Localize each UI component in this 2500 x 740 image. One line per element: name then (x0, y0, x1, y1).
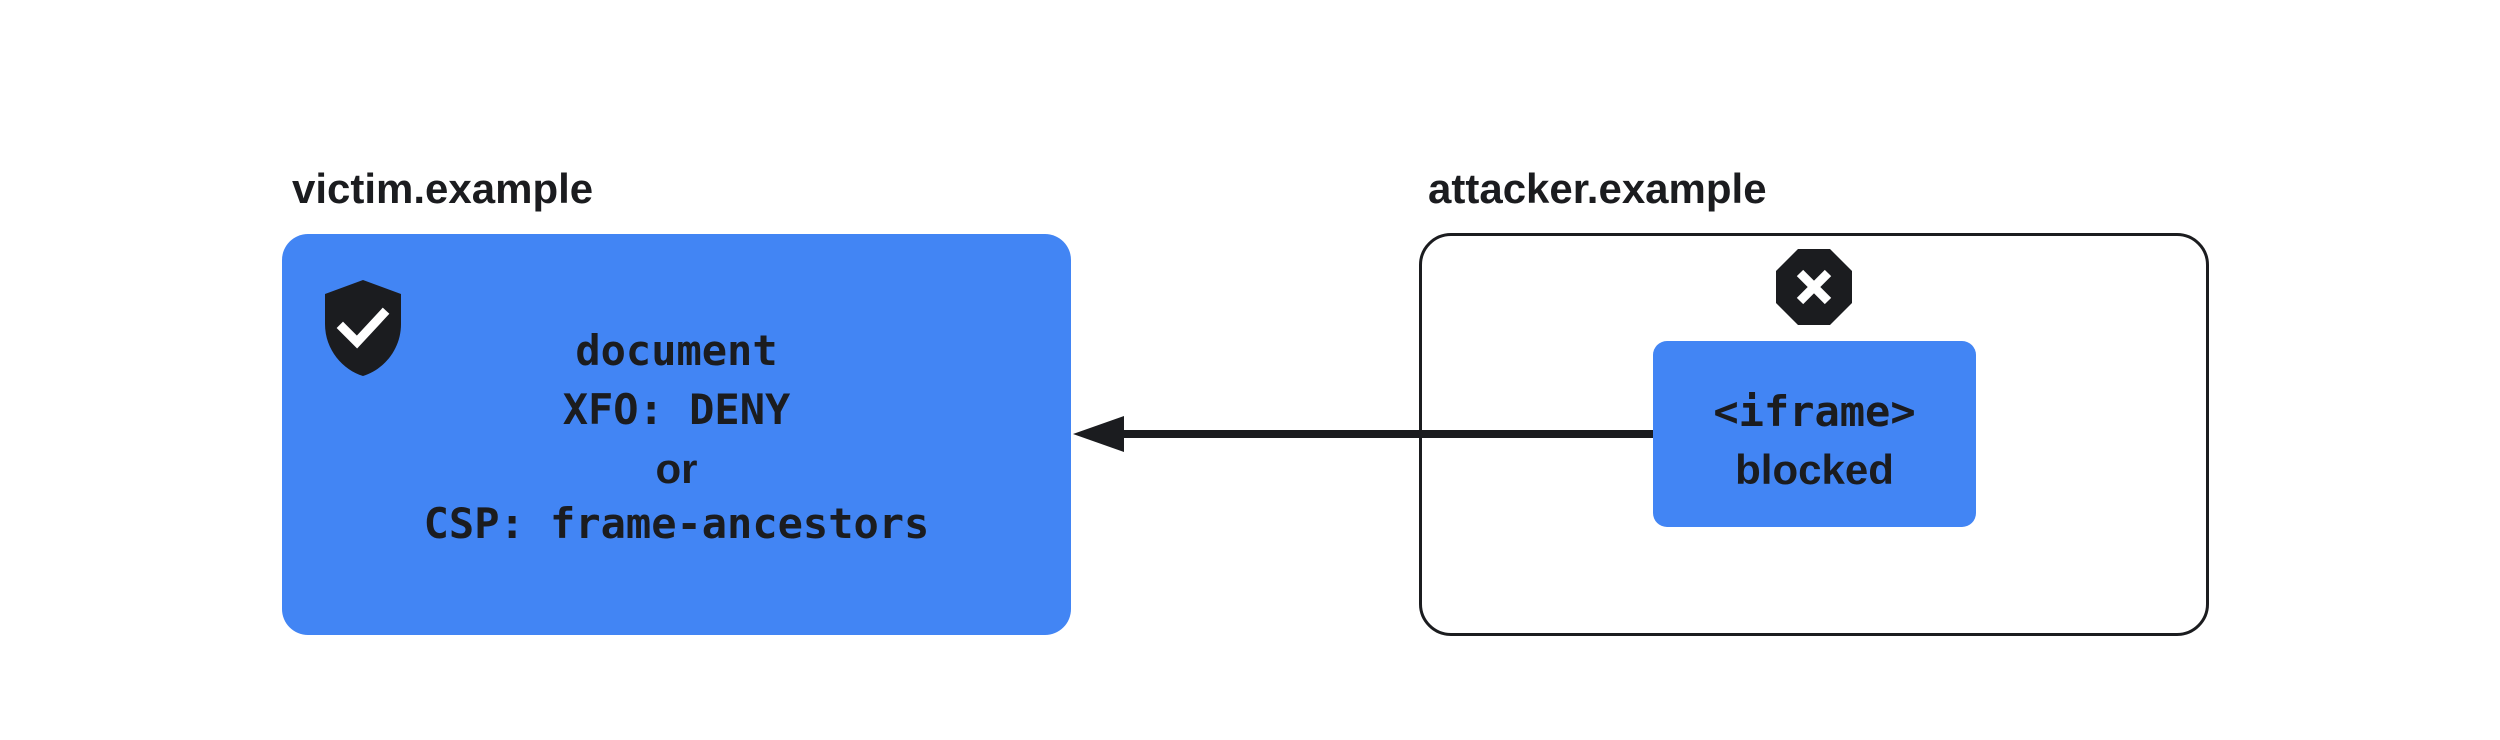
victim-line-csp: CSP: frame-ancestors (423, 499, 930, 548)
victim-line-document: document (575, 326, 778, 375)
victim-line-xfo: XFO: DENY (562, 385, 791, 434)
iframe-blocked-box: <iframe> blocked (1653, 341, 1976, 527)
iframe-blocked-text: blocked (1735, 446, 1894, 493)
victim-origin-label: victim.example (292, 165, 594, 212)
victim-line-or: or (655, 445, 698, 492)
iframe-tag-text: <iframe> (1713, 387, 1916, 436)
arrow-head (1073, 416, 1124, 452)
shield-check-icon (325, 280, 401, 376)
blocked-octagon-x-icon (1776, 249, 1852, 325)
victim-document-box: document XFO: DENY or CSP: frame-ancesto… (282, 234, 1071, 635)
attacker-origin-label: attacker.example (1428, 165, 1767, 212)
